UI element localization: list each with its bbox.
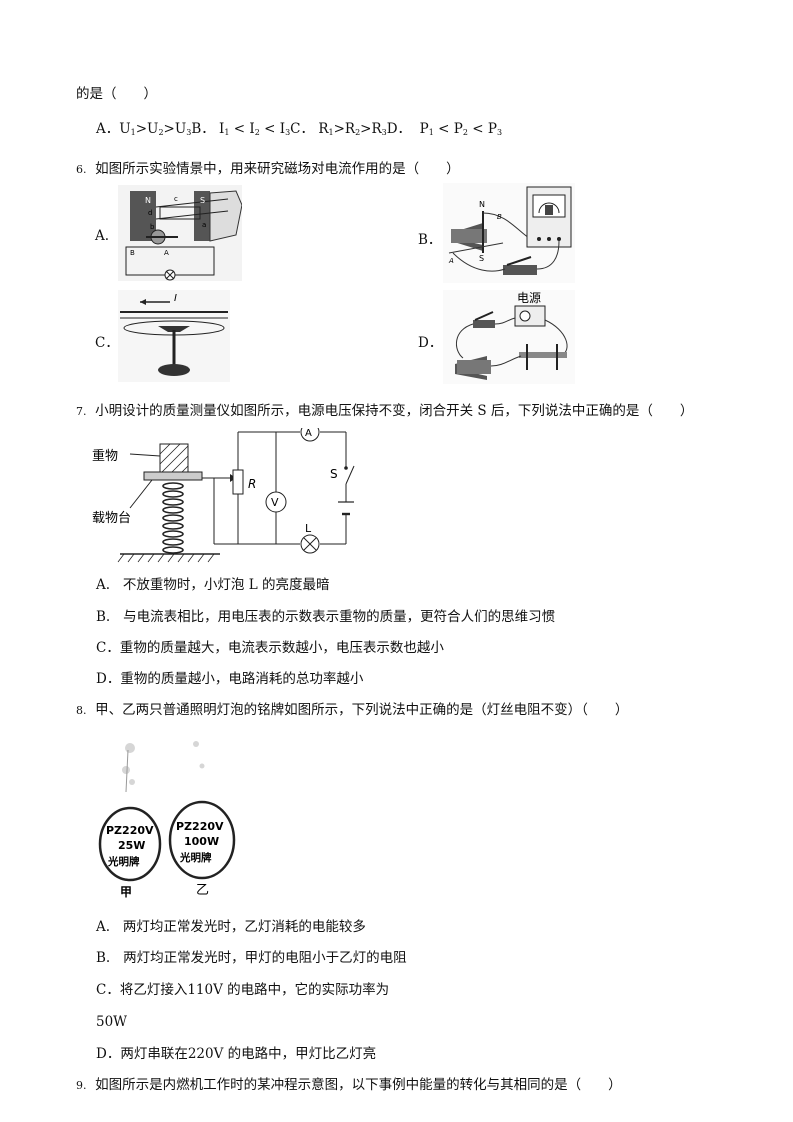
fig-b-b-label: B [497, 213, 502, 221]
q7-option-b-label: B. [96, 609, 111, 625]
q5-opt-b[interactable]: B． I1 < I2 < I3 [191, 121, 291, 137]
compass-needle [158, 326, 190, 332]
bulb-jia-name: 甲 [120, 885, 132, 899]
magnet-n-block [130, 191, 156, 241]
fig-a-B-label: B [130, 249, 135, 257]
q7-option-d-text: 重物的质量越小，电路消耗的总功率越小 [120, 671, 364, 687]
q7-option-d[interactable]: D．重物的质量越小，电路消耗的总功率越小 [96, 667, 363, 687]
platform-label: 载物台 [92, 511, 131, 526]
bulb-jia-line2: 25W [118, 839, 145, 852]
q8-bulbs-figure: PZ220V 25W 光明牌 PZ220V 100W 光明牌 甲 乙 [98, 741, 236, 899]
switch-label: S [330, 467, 338, 481]
q8-option-a[interactable]: A. 两灯均正常发光时，乙灯消耗的电能较多 [96, 915, 366, 935]
q8-option-a-label: A. [96, 919, 111, 935]
bulb-yi-line2: 100W [184, 835, 219, 848]
switch [473, 320, 495, 328]
q6-label-a[interactable]: A. [95, 228, 110, 244]
ammeter [300, 428, 320, 442]
q6-figure-a: N S c a d b B A [118, 185, 242, 281]
q6-label-c[interactable]: C． [95, 335, 119, 351]
fig-a-a-label: a [202, 221, 206, 229]
bulb-jia-line3: 光明牌 [107, 855, 140, 868]
q6-figure-c: I [118, 290, 230, 382]
fig-a-n-label: N [145, 196, 151, 205]
q8-option-d-label: D． [96, 1046, 121, 1062]
q7-stem: 小明设计的质量测量仪如图所示，电源电压保持不变，闭合开关 S 后，下列说法中正确… [95, 403, 694, 419]
ammeter-label: A [305, 428, 312, 439]
q7-option-c-text: 重物的质量越大，电流表示数越小，电压表示数也越小 [119, 640, 444, 656]
voltmeter [265, 491, 287, 513]
bulb-yi-line3: 光明牌 [179, 851, 212, 864]
fig-a-A-label: A [164, 249, 169, 257]
fig-b-n-label: N [479, 200, 485, 209]
fig-b-s-label: S [479, 254, 484, 263]
q7-option-b-text: 与电流表相比，用电压表的示数表示重物的质量，更符合人们的思维习惯 [123, 609, 556, 625]
q7-number: 7. [76, 405, 87, 418]
q7-option-c[interactable]: C．重物的质量越大，电流表示数越小，电压表示数也越小 [96, 636, 444, 656]
q8-option-d[interactable]: D．两灯串联在220V 的电路中，甲灯比乙灯亮 [96, 1042, 376, 1062]
q5-opt-a[interactable]: A．U1>U2>U3 [96, 121, 192, 137]
q8-option-d-text: 两灯串联在220V 的电路中，甲灯比乙灯亮 [120, 1046, 377, 1062]
q5-stem-tail: 的是（ ） [76, 86, 157, 102]
bulb-yi-name: 乙 [196, 883, 209, 898]
q9-number: 9. [76, 1079, 87, 1092]
q8-option-b-label: B. [96, 950, 111, 966]
bulb-jia-line1: PZ220V [106, 824, 154, 837]
q8-stem: 甲、乙两只普通照明灯泡的铭牌如图所示，下列说法中正确的是（灯丝电阻不变）（ ） [95, 702, 629, 718]
q6-stem: 如图所示实验情景中，用来研究磁场对电流作用的是（ ） [95, 161, 460, 177]
resistor-label: R [248, 477, 256, 491]
bulb-jia [98, 806, 162, 882]
q7-option-b[interactable]: B. 与电流表相比，用电压表的示数表示重物的质量，更符合人们的思维习惯 [96, 605, 555, 625]
fig-d-power-label: 电源 [517, 291, 541, 305]
q5-opt-d[interactable]: D． P1 < P2 < P3 [386, 121, 503, 137]
q7-option-a[interactable]: A. 不放重物时，小灯泡 L 的亮度最暗 [96, 573, 329, 593]
q6-question: 6. 如图所示实验情景中，用来研究磁场对电流作用的是（ ） [76, 157, 460, 177]
fig-a-d-label: d [148, 209, 152, 217]
fig-a-b-label: b [150, 223, 155, 231]
q6-label-d[interactable]: D． [418, 335, 443, 351]
q8-option-a-text: 两灯均正常发光时，乙灯消耗的电能较多 [122, 919, 366, 935]
q8-option-c-label: C． [96, 982, 120, 998]
bulb-yi [168, 800, 236, 880]
fig-a-c-label: c [174, 195, 178, 203]
q6-figure-b: N S A B [443, 183, 575, 283]
q9-stem: 如图所示是内燃机工作时的某冲程示意图，以下事例中能量的转化与其相同的是（ ） [95, 1077, 622, 1093]
q7-option-a-text: 不放重物时，小灯泡 L 的亮度最暗 [122, 577, 330, 593]
weight-block [159, 443, 189, 473]
bulb-yi-line1: PZ220V [176, 820, 224, 833]
q8-option-b[interactable]: B. 两灯均正常发光时，甲灯的电阻小于乙灯的电阻 [96, 946, 407, 966]
voltmeter-label: V [271, 496, 279, 509]
q8-option-c-text: 将乙灯接入110V 的电路中，它的实际功率为 [119, 982, 390, 998]
q7-option-c-label: C． [96, 640, 120, 656]
q7-question: 7. 小明设计的质量测量仪如图所示，电源电压保持不变，闭合开关 S 后，下列说法… [76, 399, 693, 419]
q6-figure-d: 电源 [443, 290, 575, 384]
fig-a-s-label: S [200, 196, 205, 205]
rails [519, 352, 567, 358]
q5-options: A．U1>U2>U3B． I1 < I2 < I3C． R1>R2>R3D． P… [96, 117, 502, 137]
switch [503, 265, 537, 275]
q8-question: 8. 甲、乙两只普通照明灯泡的铭牌如图所示，下列说法中正确的是（灯丝电阻不变）（… [76, 698, 628, 718]
q7-option-a-label: A. [96, 577, 111, 593]
resistor-r [232, 469, 244, 495]
q6-number: 6. [76, 163, 87, 176]
fig-b-a-label: A [448, 257, 454, 265]
q9-question: 9. 如图所示是内燃机工作时的某冲程示意图，以下事例中能量的转化与其相同的是（ … [76, 1073, 622, 1093]
q7-option-d-label: D． [96, 671, 121, 687]
platform [143, 471, 203, 481]
q8-option-c[interactable]: C．将乙灯接入110V 的电路中，它的实际功率为 [96, 978, 389, 998]
q7-circuit-figure: 重物 载物台 R V A L S [92, 428, 355, 563]
q6-label-b[interactable]: B． [418, 232, 442, 248]
q5-opt-c[interactable]: C． R1>R2>R3 [290, 121, 387, 137]
q8-option-c-continued: 50W [96, 1014, 128, 1030]
q8-option-b-text: 两灯均正常发光时，甲灯的电阻小于乙灯的电阻 [123, 950, 407, 966]
magnet-s-block [194, 191, 210, 241]
weight-label: 重物 [92, 448, 118, 464]
fig-c-i-label: I [174, 293, 177, 304]
q8-number: 8. [76, 704, 87, 717]
lamp-label: L [305, 522, 312, 535]
